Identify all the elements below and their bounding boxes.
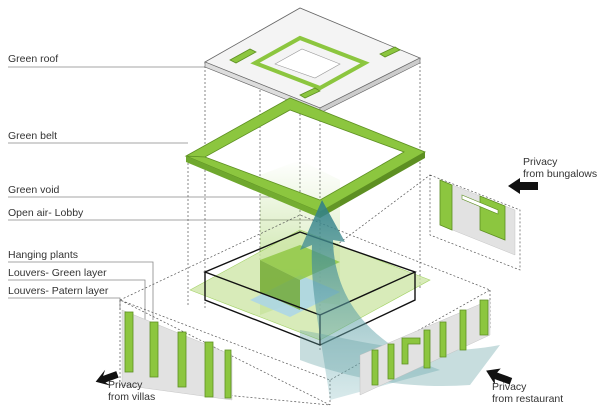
label-green-belt: Green belt xyxy=(8,130,57,142)
arrow-from-bungalows xyxy=(508,178,538,194)
layer-labels: Green roof Green belt Green void Open ai… xyxy=(8,53,109,297)
privacy-restaurant-line1: Privacy xyxy=(492,381,527,393)
privacy-villas-line2: from villas xyxy=(108,391,155,403)
label-louvers-pattern-layer: Louvers- Patern layer xyxy=(8,285,109,297)
privacy-villas-line1: Privacy xyxy=(108,379,143,391)
label-louvers-green-layer: Louvers- Green layer xyxy=(8,267,107,279)
green-roof xyxy=(204,7,421,114)
arrow-from-restaurant xyxy=(486,368,513,385)
privacy-bungalows-line1: Privacy xyxy=(523,156,558,168)
arrow-from-villas xyxy=(95,369,119,386)
label-open-air-lobby: Open air- Lobby xyxy=(8,207,84,219)
privacy-bungalows-line2: from bungalows xyxy=(523,168,597,180)
label-green-roof: Green roof xyxy=(8,53,58,65)
lobby-floor xyxy=(189,229,431,341)
privacy-labels: Privacy from bungalows Privacy from vill… xyxy=(108,156,597,405)
label-green-void: Green void xyxy=(8,184,60,196)
louvers-left xyxy=(121,309,233,401)
privacy-restaurant-line2: from restaurant xyxy=(492,393,563,405)
louvers-right xyxy=(359,299,491,396)
airflow-arrow xyxy=(300,200,440,400)
louvers-bungalows xyxy=(439,179,516,256)
label-hanging-plants: Hanging plants xyxy=(8,249,78,261)
